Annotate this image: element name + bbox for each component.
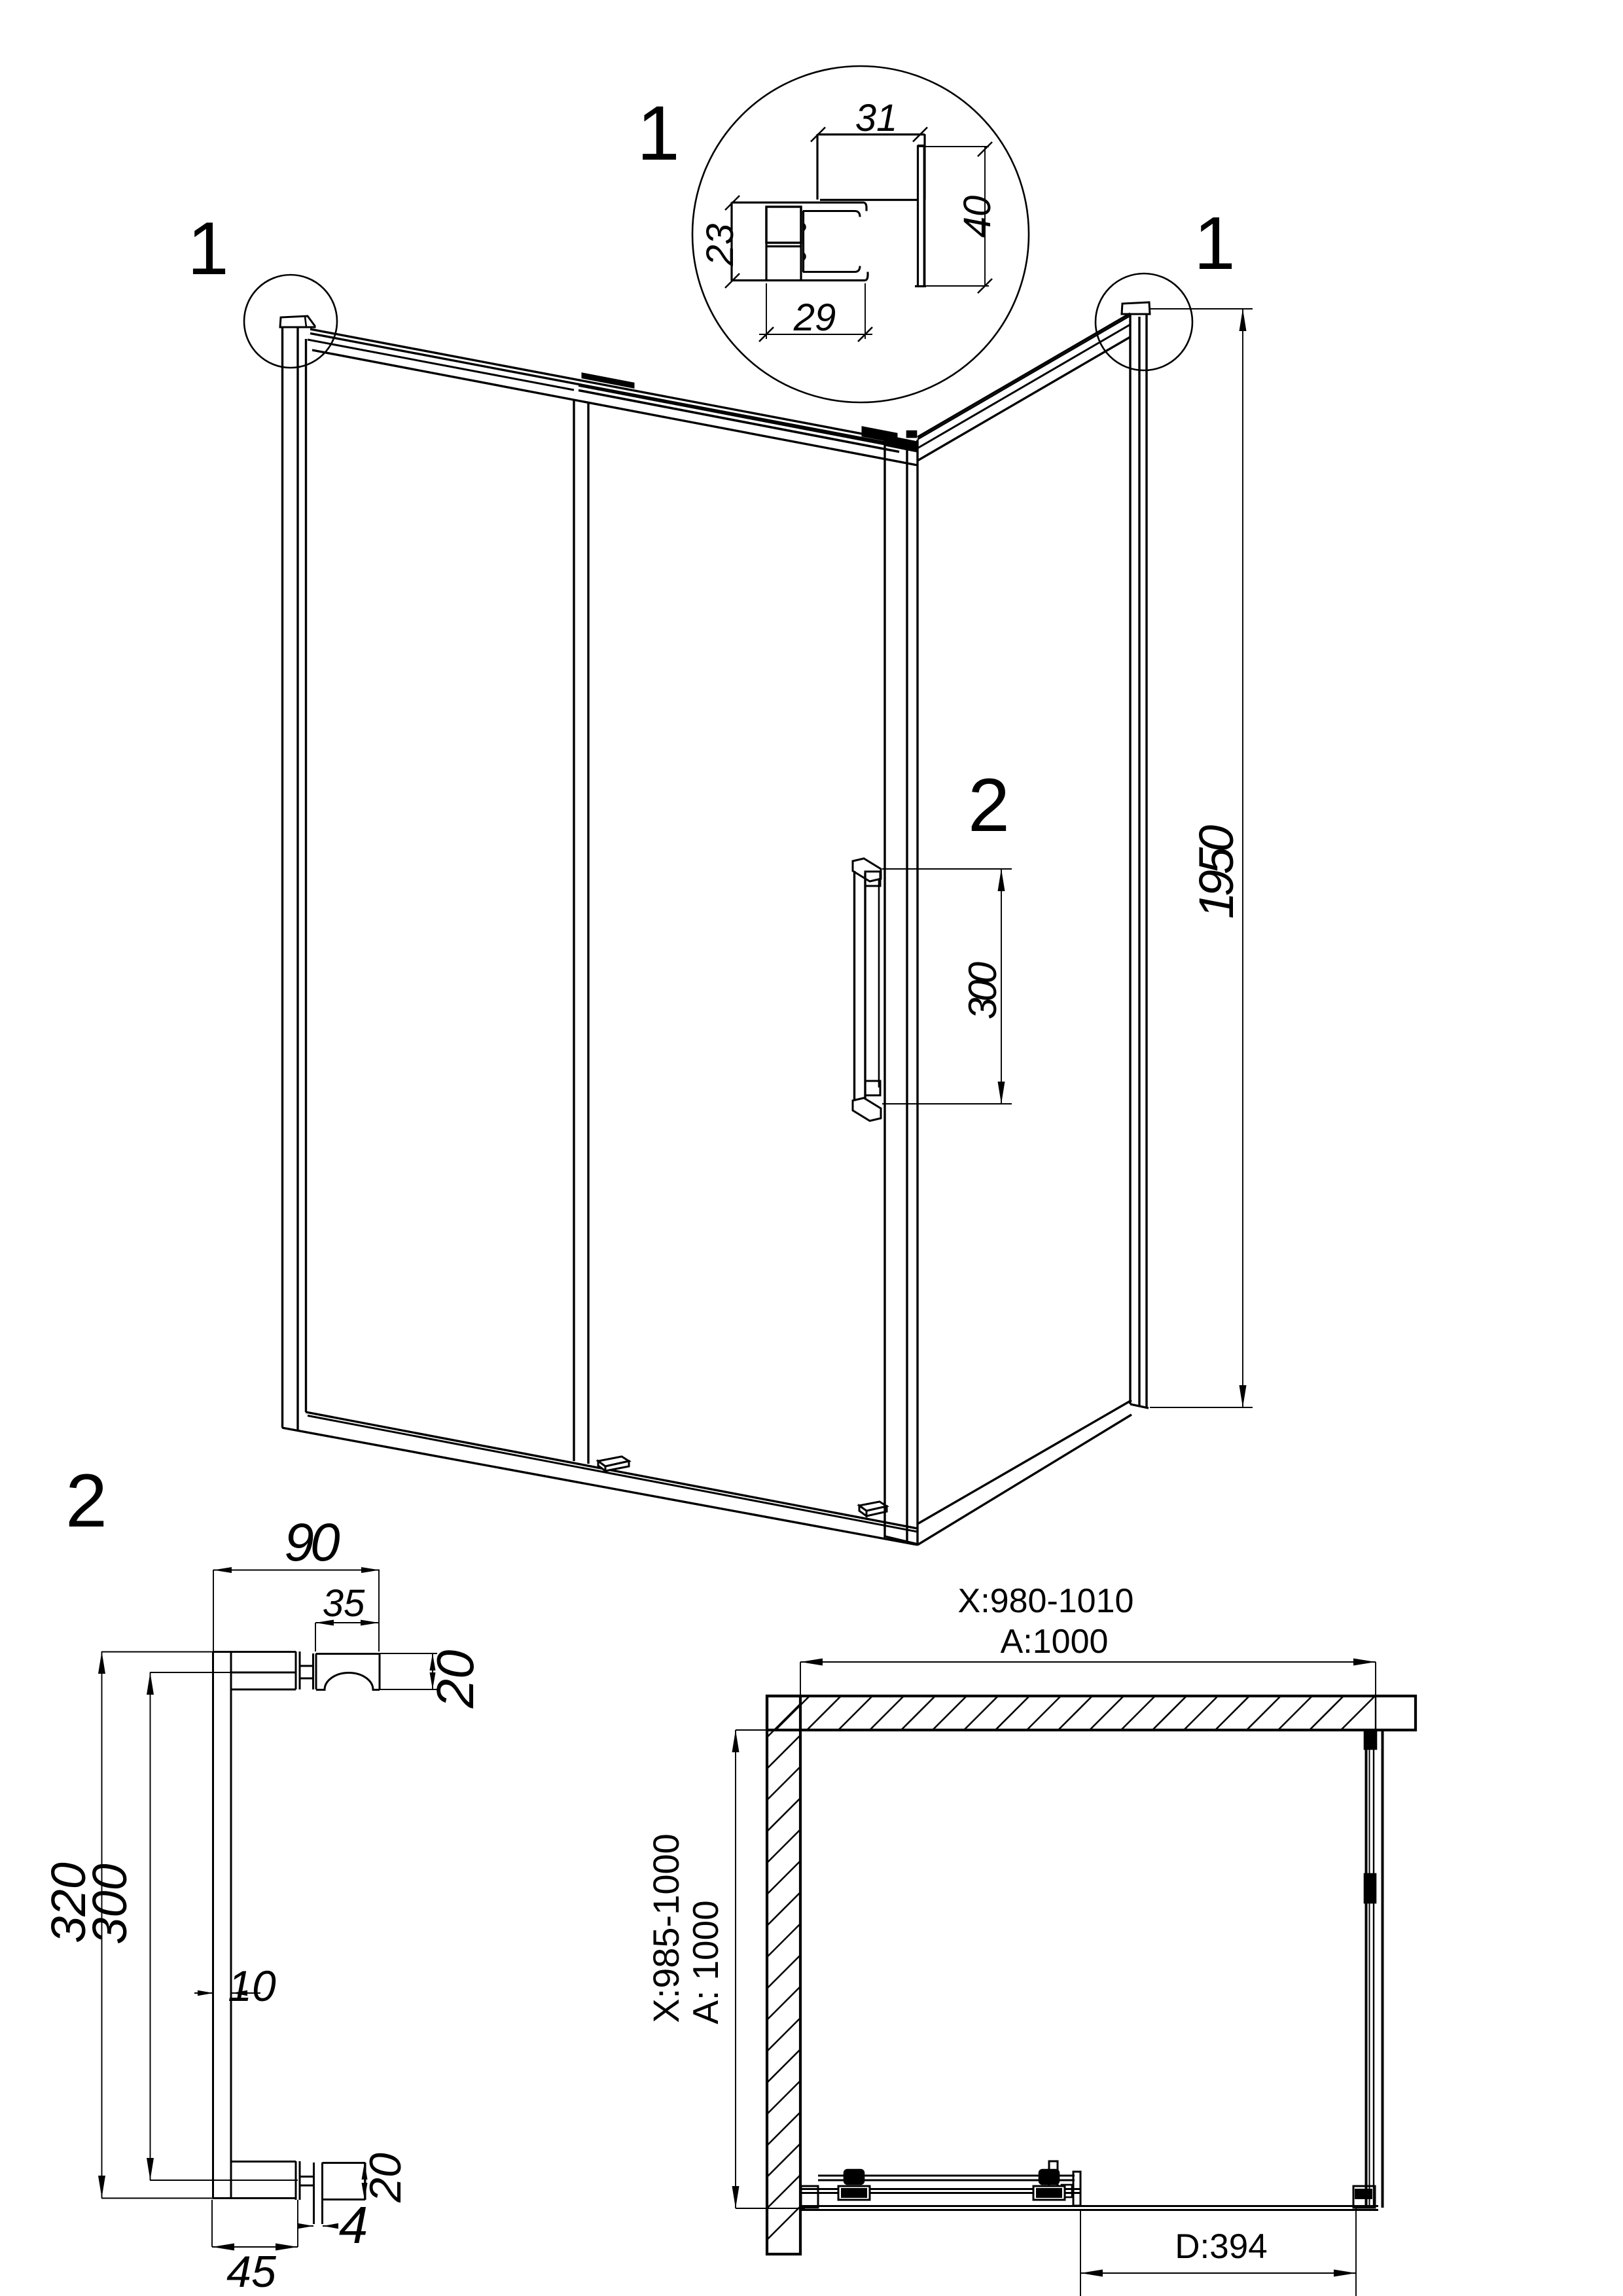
svg-text:300: 300 <box>82 1863 137 1944</box>
svg-text:40: 40 <box>956 196 999 238</box>
svg-text:20: 20 <box>361 2153 410 2203</box>
svg-text:20: 20 <box>426 1650 484 1709</box>
svg-text:320: 320 <box>41 1862 96 1943</box>
svg-text:23: 23 <box>699 224 741 267</box>
svg-text:31: 31 <box>855 97 898 139</box>
svg-text:D:394: D:394 <box>1175 2227 1267 2266</box>
svg-text:1: 1 <box>187 207 228 291</box>
svg-text:1: 1 <box>637 90 680 177</box>
svg-text:A:1000: A:1000 <box>1001 1623 1109 1661</box>
svg-text:300: 300 <box>961 962 1005 1019</box>
svg-text:35: 35 <box>323 1582 365 1625</box>
svg-text:1: 1 <box>1194 202 1235 285</box>
svg-text:45: 45 <box>226 2247 276 2296</box>
svg-text:10: 10 <box>228 1962 276 2010</box>
svg-text:29: 29 <box>793 296 836 339</box>
svg-text:A: 1000: A: 1000 <box>685 1900 726 2024</box>
svg-text:X:980-1010: X:980-1010 <box>958 1582 1134 1620</box>
svg-text:4: 4 <box>339 2196 368 2254</box>
svg-text:90: 90 <box>284 1513 340 1572</box>
svg-text:2: 2 <box>65 1459 107 1543</box>
svg-text:1950: 1950 <box>1189 825 1243 919</box>
svg-text:X:985-1000: X:985-1000 <box>645 1833 687 2023</box>
svg-text:2: 2 <box>968 764 1010 847</box>
